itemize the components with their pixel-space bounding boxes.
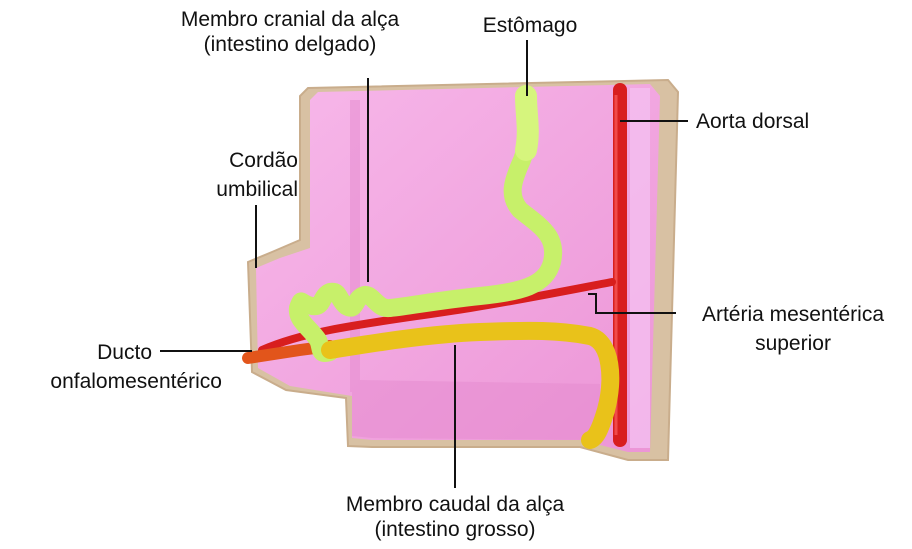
label-membro-cranial: Membro cranial da alça (intestino delgad…: [160, 7, 420, 57]
label-membro-caudal-line2: (intestino grosso): [320, 517, 590, 542]
label-ducto-line1: Ducto: [0, 340, 222, 365]
label-cordao-umbilical: Cordão umbilical: [180, 148, 298, 202]
label-arteria-line1: Artéria mesentérica: [678, 302, 908, 327]
label-ducto-line2: onfalomesentérico: [0, 369, 222, 394]
label-ducto-onfalomesenterico: Ducto onfalomesentérico: [0, 340, 222, 394]
label-aorta-dorsal: Aorta dorsal: [696, 109, 809, 134]
label-membro-cranial-line2: (intestino delgado): [160, 32, 420, 57]
label-aorta-text: Aorta dorsal: [696, 109, 809, 134]
label-arteria-mesenterica: Artéria mesentérica superior: [678, 302, 908, 356]
label-membro-caudal: Membro caudal da alça (intestino grosso): [320, 492, 590, 542]
label-cordao-line1: Cordão: [180, 148, 298, 173]
label-estomago: Estômago: [470, 13, 590, 38]
model-right-wall: [630, 88, 650, 448]
label-membro-cranial-line1: Membro cranial da alça: [160, 7, 420, 32]
label-estomago-text: Estômago: [470, 13, 590, 38]
stomach: [526, 96, 528, 150]
label-cordao-line2: umbilical: [180, 177, 298, 202]
label-membro-caudal-line1: Membro caudal da alça: [320, 492, 590, 517]
label-arteria-line2: superior: [678, 331, 908, 356]
